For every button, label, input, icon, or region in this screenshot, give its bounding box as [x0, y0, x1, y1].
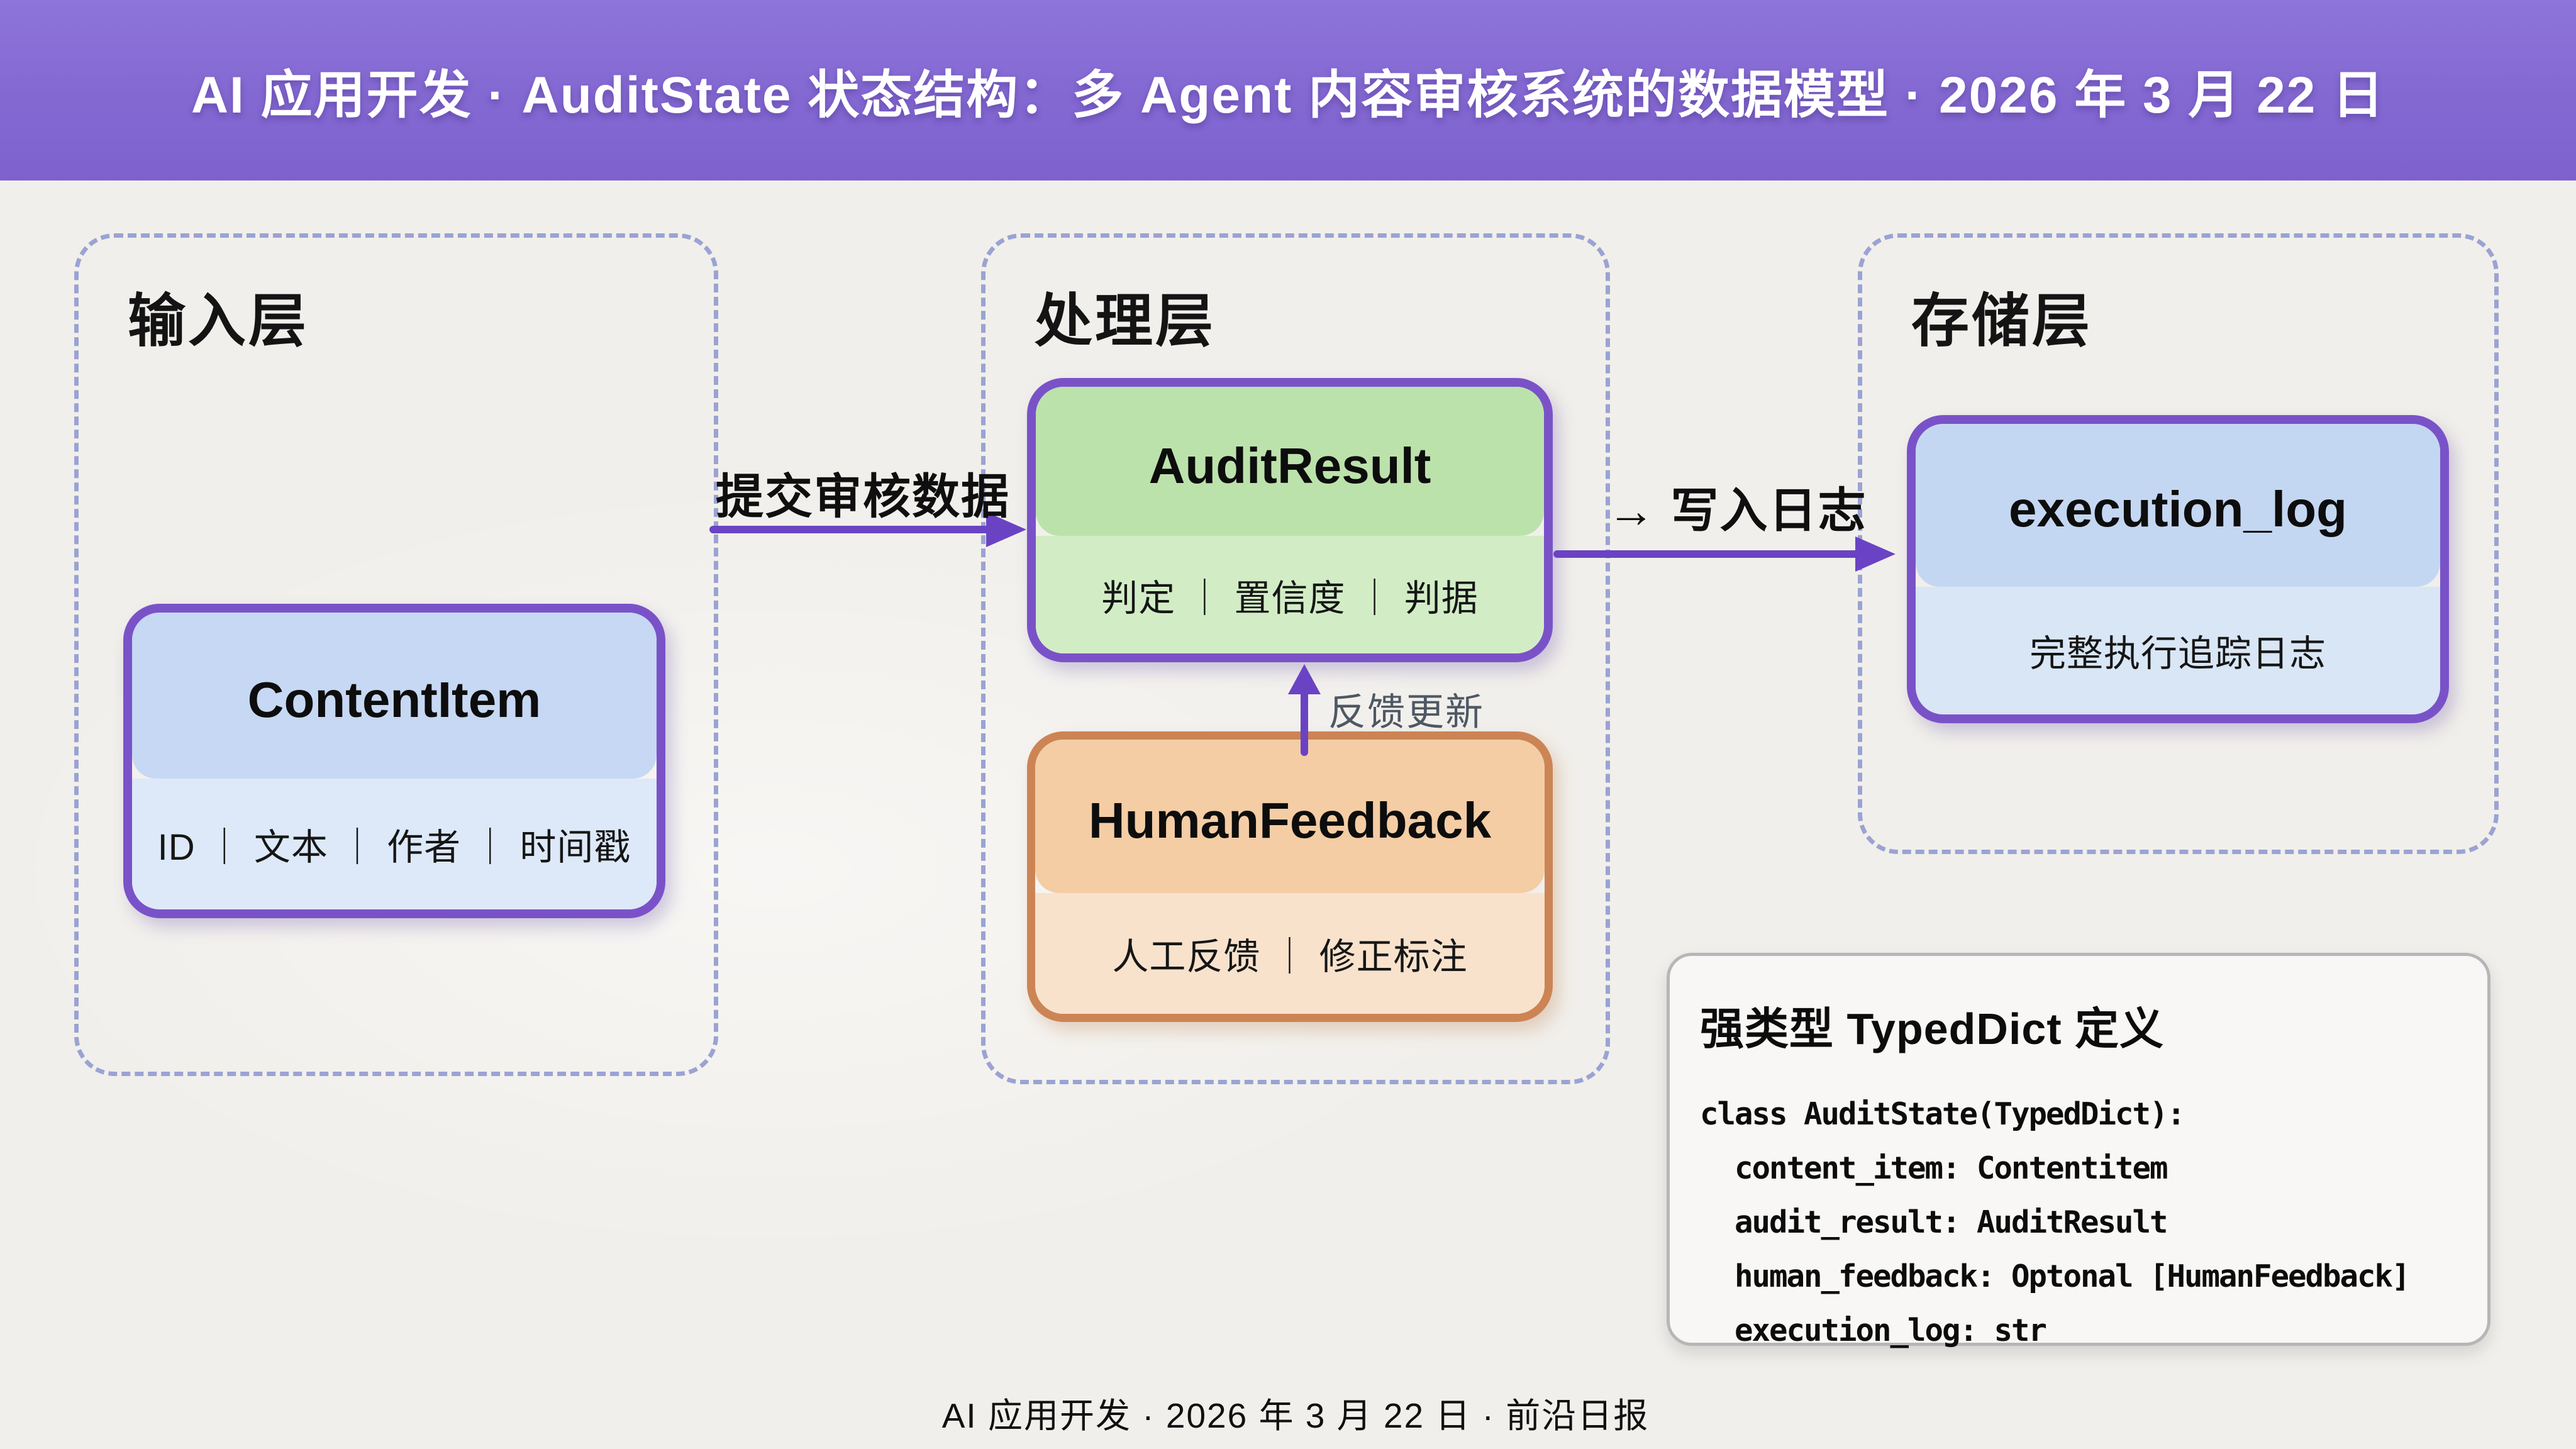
execution-log-body: 完整执行追踪日志: [1916, 586, 2440, 714]
content-item-body: ID ｜ 文本 ｜ 作者 ｜ 时间戳: [132, 779, 657, 909]
code-line: human_feedback: Optonal [HumanFeedback]: [1700, 1258, 2411, 1294]
typeddict-panel: 强类型 TypedDict 定义 class AuditState(TypedD…: [1667, 953, 2490, 1348]
content-item-box: ContentItem ID ｜ 文本 ｜ 作者 ｜ 时间戳: [123, 604, 665, 918]
audit-result-body: 判定 ｜ 置信度 ｜ 判据: [1036, 536, 1544, 653]
submit-arrow-label: 提交审核数据: [716, 470, 1010, 524]
code-line: class AuditState(TypedDict):: [1700, 1096, 2185, 1132]
execution-log-fields: 完整执行追踪日志: [2029, 633, 2326, 675]
input-layer-label: 输入层: [128, 289, 309, 353]
input-layer-container: 输入层: [74, 233, 718, 1076]
audit-result-box: AuditResult 判定 ｜ 置信度 ｜ 判据: [1027, 378, 1553, 662]
write-log-arrow-icon: [1553, 536, 1896, 572]
process-layer-container: 处理层: [981, 233, 1610, 1084]
human-feedback-body: 人工反馈 ｜ 修正标注: [1035, 893, 1545, 1014]
write-log-arrow-label: → 写入日志: [1607, 484, 1867, 538]
execution-log-title: execution_log: [2009, 481, 2347, 538]
content-item-fields: ID ｜ 文本 ｜ 作者 ｜ 时间戳: [157, 827, 631, 869]
storage-layer-label: 存储层: [1911, 289, 2093, 353]
execution-log-header: execution_log: [1916, 424, 2440, 587]
content-item-header: ContentItem: [132, 613, 657, 779]
audit-result-fields: 判定 ｜ 置信度 ｜ 判据: [1101, 577, 1479, 619]
typeddict-code-block: class AuditState(TypedDict): content_ite…: [1700, 1087, 2462, 1358]
footer-caption: AI 应用开发 · 2026 年 3 月 22 日 · 前沿日报: [941, 1396, 1650, 1435]
human-feedback-fields: 人工反馈 ｜ 修正标注: [1112, 936, 1468, 978]
submit-arrow-icon: [709, 512, 1026, 547]
audit-result-title: AuditResult: [1148, 437, 1431, 494]
human-feedback-header: HumanFeedback: [1035, 740, 1545, 894]
header-bar: AI 应用开发 · AuditState 状态结构：多 Agent 内容审核系统…: [0, 0, 2576, 180]
execution-log-box: execution_log 完整执行追踪日志: [1907, 415, 2449, 723]
audit-result-header: AuditResult: [1036, 387, 1544, 536]
human-feedback-box: HumanFeedback 人工反馈 ｜ 修正标注: [1027, 731, 1553, 1022]
typeddict-panel-title: 强类型 TypedDict 定义: [1700, 1004, 2165, 1053]
page-title: AI 应用开发 · AuditState 状态结构：多 Agent 内容审核系统…: [191, 67, 2385, 124]
process-layer-label: 处理层: [1035, 289, 1216, 353]
feedback-arrow-label: 反馈更新: [1328, 691, 1484, 733]
content-item-title: ContentItem: [247, 672, 541, 728]
code-line: content_item: Contentitem: [1700, 1150, 2168, 1186]
feedback-arrow-icon: [1288, 664, 1321, 756]
code-line: execution_log: str: [1700, 1313, 2047, 1348]
human-feedback-title: HumanFeedback: [1088, 792, 1492, 849]
code-line: audit_result: AuditResult: [1700, 1204, 2168, 1240]
